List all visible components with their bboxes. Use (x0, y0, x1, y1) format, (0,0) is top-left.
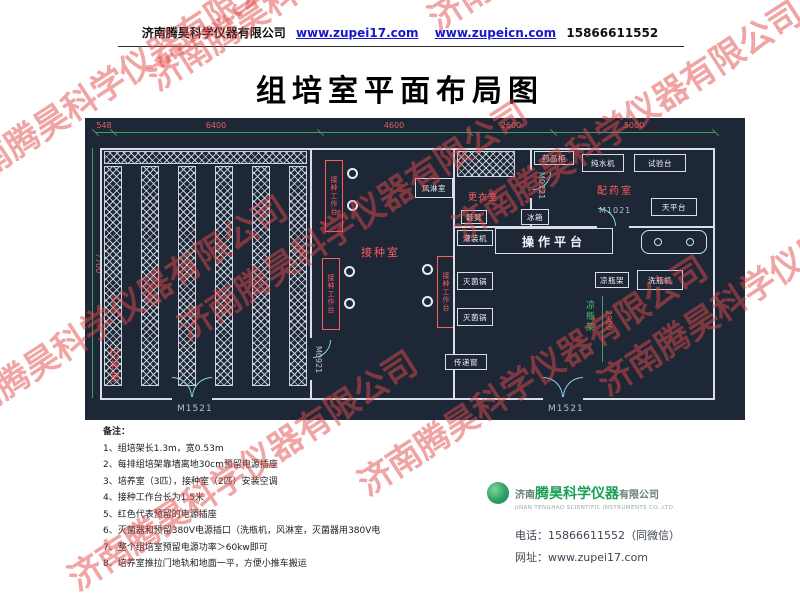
sink (641, 230, 707, 254)
header-divider (118, 46, 684, 47)
dim-7700: 7700 (94, 253, 103, 274)
dim-5000: 5000 (623, 121, 645, 130)
footer-company-name: 济南腾昊科学仪器有限公司 (515, 483, 659, 503)
fridge: 冰箱 (521, 209, 549, 225)
company-suffix: 有限公司 (619, 490, 659, 501)
transfer-window: 传递窗 (445, 354, 487, 370)
medicine-cabinet: 药品柜 (534, 151, 574, 165)
culture-rack (104, 166, 122, 386)
room-label-dispensing: 配药室 (597, 186, 633, 197)
company-name-en: JINAN TENGHAO SCIENTIFIC INSTRUMENTS CO.… (515, 505, 676, 511)
page-title: 组培室平面布局图 (256, 74, 544, 109)
dim-line-right (602, 296, 603, 362)
header-link-2[interactable]: www.zupeicn.com (434, 26, 557, 40)
note-item: 5、红色代表预留的电源插座 (103, 509, 217, 520)
floorplan-canvas: 548 6400 4600 2600 5000 7700 培养室 M0921 接… (85, 118, 745, 420)
culture-rack (141, 166, 159, 386)
air-shower-room: 风淋室 (415, 178, 453, 198)
operation-platform: 操作平台 (495, 228, 613, 254)
footer-phone: 电话：15866611552（同微信） (515, 529, 680, 542)
door-label-m1521-left: M1521 (177, 404, 213, 414)
balance-table: 天平台 (651, 198, 697, 216)
bottle-rack: 凉瓶架 (595, 272, 629, 288)
wall (453, 150, 455, 398)
inoculation-workbench: 接种工作台 (322, 258, 340, 330)
note-item: 8、培养室推拉门地轨和地面一平，方便小推车搬运 (103, 559, 307, 569)
stool (422, 264, 433, 275)
workbench-label: 接种工作台 (442, 272, 450, 312)
culture-rack (215, 166, 233, 386)
culture-rack (252, 166, 270, 386)
room-label-inoculation: 接种室 (361, 246, 400, 259)
stool (347, 200, 358, 211)
culture-rack (104, 151, 307, 164)
sterilizer: 灭菌锅 (457, 308, 493, 326)
stool (422, 296, 433, 307)
room-label-culture: 培养室 (107, 348, 118, 384)
bottle-washer: 洗瓶机 (637, 270, 683, 290)
note-item: 7、整个组培室预留电源功率＞60kw即可 (103, 542, 268, 553)
door-label-m1521-right: M1521 (548, 404, 584, 414)
faucet-icon (654, 238, 662, 246)
door-label-m1021: M1021 (599, 206, 632, 215)
door-label-m0721: M0721 (537, 172, 546, 200)
note-item: 3、培养室（3匹），接种室（2匹）安装空调 (103, 476, 278, 487)
shoe-bench: 鞋凳 (461, 210, 487, 224)
dim-6400: 6400 (205, 121, 227, 130)
wall (310, 150, 312, 398)
filling-machine: 灌装机 (457, 230, 493, 246)
dim-line-top (95, 132, 715, 133)
inoculation-workbench: 接种工作台 (325, 160, 343, 232)
stool (347, 168, 358, 179)
faucet-icon (686, 238, 694, 246)
header-phone: 15866611552 (566, 26, 659, 40)
footer-website[interactable]: 网址：www.zupei17.com (515, 551, 649, 564)
note-item: 1、组培架长1.3m，宽0.53m (103, 443, 224, 454)
door-label-m0921: M0921 (314, 346, 323, 374)
door-gap (530, 170, 532, 198)
footer-brand: 济南腾昊科学仪器有限公司 JINAN TENGHAO SCIENTIFIC IN… (487, 482, 757, 569)
stool (344, 266, 355, 277)
water-purifier: 纯水机 (582, 154, 624, 172)
stool (344, 298, 355, 309)
dim-2600: 2600 (500, 121, 522, 130)
dim-4600: 4600 (383, 121, 405, 130)
wall (455, 226, 713, 228)
culture-rack (178, 166, 196, 386)
note-item: 4、接种工作台长为1.5米 (103, 493, 205, 503)
note-item: 2、每排组培架靠墙离地30cm预留电源插座 (103, 460, 278, 470)
notes-block: 备注： 1、组培架长1.3m，宽0.53m 2、每排组培架靠墙离地30cm预留电… (103, 424, 453, 573)
company-logo (487, 482, 509, 504)
company-brand: 腾昊科学仪器 (535, 486, 619, 502)
workbench-label: 接种工作台 (330, 176, 338, 216)
hatched-unit (457, 151, 515, 177)
sterilizer: 灭菌锅 (457, 272, 493, 290)
dim-548: 548 (96, 121, 112, 130)
outer-wall (100, 148, 715, 400)
workbench-label: 接种工作台 (327, 274, 335, 314)
dim-line-left (92, 148, 93, 398)
notes-title: 备注： (103, 427, 131, 437)
header-link-1[interactable]: www.zupei17.com (295, 26, 419, 40)
door-gap (597, 226, 629, 228)
header-company: 济南腾昊科学仪器有限公司 (141, 26, 286, 40)
note-item: 6、灭菌器和预留380V电源插口（洗瓶机，风淋室，灭菌器用380V电 (103, 526, 381, 536)
door-gap (310, 338, 312, 380)
dim-2900: 2900 (604, 310, 613, 331)
door-gap (172, 397, 212, 400)
bottle-rack-side-label: 凉瓶架 (584, 300, 594, 333)
room-label-changing: 更衣室 (468, 193, 499, 203)
door-gap (543, 397, 583, 400)
page-header: 济南腾昊科学仪器有限公司 www.zupei17.com www.zupeicn… (0, 24, 800, 41)
company-prefix: 济南 (515, 490, 535, 501)
culture-rack (289, 166, 307, 386)
test-bench: 试验台 (634, 154, 686, 172)
